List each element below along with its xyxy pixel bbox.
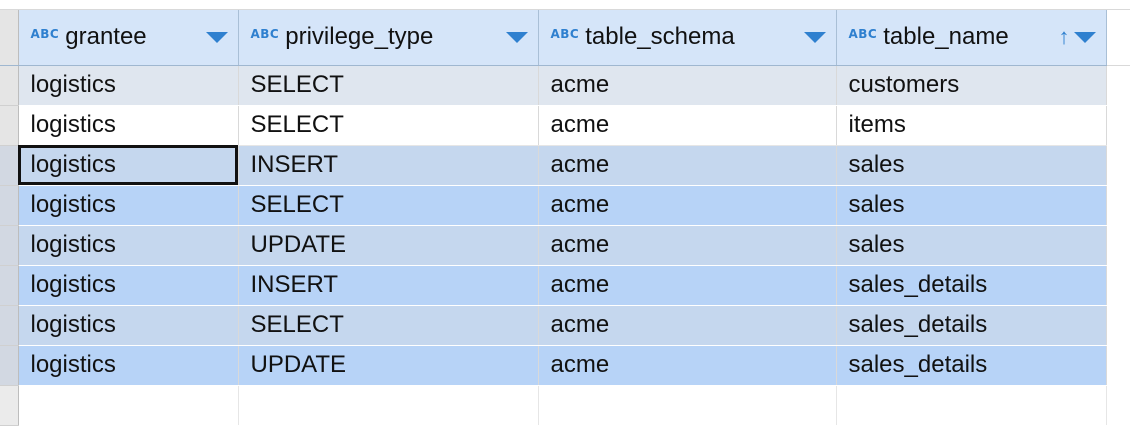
cell-table-schema[interactable]: acme <box>538 225 837 266</box>
cell-table-name[interactable]: sales <box>836 145 1107 186</box>
row-filler <box>1106 65 1130 105</box>
cell-grantee[interactable]: logistics <box>18 265 239 306</box>
cell-grantee[interactable]: logistics <box>18 345 239 386</box>
cell-privilege-type[interactable]: INSERT <box>238 265 539 306</box>
empty-cell <box>836 385 1107 426</box>
row-filler <box>1106 385 1130 425</box>
table-row[interactable]: logistics UPDATE acme sales <box>0 225 1130 266</box>
chevron-down-icon[interactable] <box>1073 31 1096 43</box>
table-row[interactable]: logistics UPDATE acme sales_details <box>0 345 1130 386</box>
cell-privilege-type[interactable]: SELECT <box>238 65 539 106</box>
cell-table-schema[interactable]: acme <box>538 305 837 346</box>
cell-grantee[interactable]: logistics <box>18 225 239 266</box>
column-header-label: table_schema <box>585 23 735 51</box>
cell-grantee-focused[interactable]: logistics <box>18 145 239 186</box>
row-number-header[interactable] <box>0 10 19 66</box>
cell-table-name[interactable]: sales_details <box>836 305 1107 346</box>
cell-grantee[interactable]: logistics <box>18 305 239 346</box>
cell-table-name[interactable]: sales_details <box>836 265 1107 306</box>
column-header-privilege-type[interactable]: ABC privilege_type <box>238 10 539 66</box>
cell-table-schema[interactable]: acme <box>538 345 837 386</box>
table-row[interactable]: logistics INSERT acme sales <box>0 145 1130 186</box>
cell-privilege-type[interactable]: INSERT <box>238 145 539 186</box>
cell-table-name[interactable]: sales <box>836 225 1107 266</box>
row-number-cell[interactable] <box>0 105 19 146</box>
row-number-cell <box>0 385 19 426</box>
empty-cell <box>538 385 837 426</box>
results-table: ABC grantee ABC privilege_type ABC <box>0 10 1130 426</box>
header-filler <box>1106 10 1130 66</box>
header-row: ABC grantee ABC privilege_type ABC <box>0 10 1130 66</box>
cell-table-schema[interactable]: acme <box>538 105 837 146</box>
table-row[interactable]: logistics SELECT acme sales <box>0 185 1130 226</box>
row-filler <box>1106 225 1130 265</box>
chevron-down-icon[interactable] <box>803 31 826 43</box>
row-filler <box>1106 305 1130 345</box>
row-number-cell[interactable] <box>0 185 19 226</box>
cell-table-schema[interactable]: acme <box>538 65 837 106</box>
cell-privilege-type[interactable]: UPDATE <box>238 225 539 266</box>
row-number-cell[interactable] <box>0 345 19 386</box>
text-type-icon: ABC <box>848 27 878 42</box>
chevron-down-icon[interactable] <box>505 31 528 43</box>
text-type-icon: ABC <box>30 27 60 42</box>
row-number-cell[interactable] <box>0 145 19 186</box>
column-header-label: table_name <box>883 23 1009 51</box>
cell-table-name[interactable]: sales <box>836 185 1107 226</box>
row-number-cell[interactable] <box>0 265 19 306</box>
text-type-icon: ABC <box>250 27 280 42</box>
empty-cell <box>238 385 539 426</box>
cell-table-name[interactable]: sales_details <box>836 345 1107 386</box>
table-row[interactable]: logistics SELECT acme sales_details <box>0 305 1130 346</box>
column-header-label: grantee <box>65 23 147 51</box>
cell-table-schema[interactable]: acme <box>538 265 837 306</box>
row-number-cell[interactable] <box>0 65 19 106</box>
row-number-cell[interactable] <box>0 305 19 346</box>
row-filler <box>1106 105 1130 145</box>
text-type-icon: ABC <box>550 27 580 42</box>
grid-top-edge <box>0 0 1130 10</box>
cell-grantee[interactable]: logistics <box>18 65 239 106</box>
column-header-table-schema[interactable]: ABC table_schema <box>538 10 837 66</box>
cell-table-name[interactable]: customers <box>836 65 1107 106</box>
cell-privilege-type[interactable]: SELECT <box>238 185 539 226</box>
column-header-grantee[interactable]: ABC grantee <box>18 10 239 66</box>
cell-table-name[interactable]: items <box>836 105 1107 146</box>
row-filler <box>1106 345 1130 385</box>
empty-cell <box>18 385 239 426</box>
cell-privilege-type[interactable]: UPDATE <box>238 345 539 386</box>
row-number-cell[interactable] <box>0 225 19 266</box>
table-row[interactable]: logistics SELECT acme items <box>0 105 1130 146</box>
cell-table-schema[interactable]: acme <box>538 185 837 226</box>
row-filler <box>1106 145 1130 185</box>
row-filler <box>1106 265 1130 305</box>
cell-table-schema[interactable]: acme <box>538 145 837 186</box>
column-header-table-name[interactable]: ABC table_name ↑ <box>836 10 1107 66</box>
column-header-label: privilege_type <box>285 23 434 51</box>
cell-grantee[interactable]: logistics <box>18 105 239 146</box>
chevron-down-icon[interactable] <box>205 31 228 43</box>
cell-privilege-type[interactable]: SELECT <box>238 105 539 146</box>
row-filler <box>1106 185 1130 225</box>
sort-ascending-icon[interactable]: ↑ <box>1058 24 1070 50</box>
table-row[interactable]: logistics SELECT acme customers <box>0 65 1130 106</box>
empty-row <box>0 385 1130 426</box>
cell-privilege-type[interactable]: SELECT <box>238 305 539 346</box>
cell-grantee[interactable]: logistics <box>18 185 239 226</box>
table-row[interactable]: logistics INSERT acme sales_details <box>0 265 1130 306</box>
